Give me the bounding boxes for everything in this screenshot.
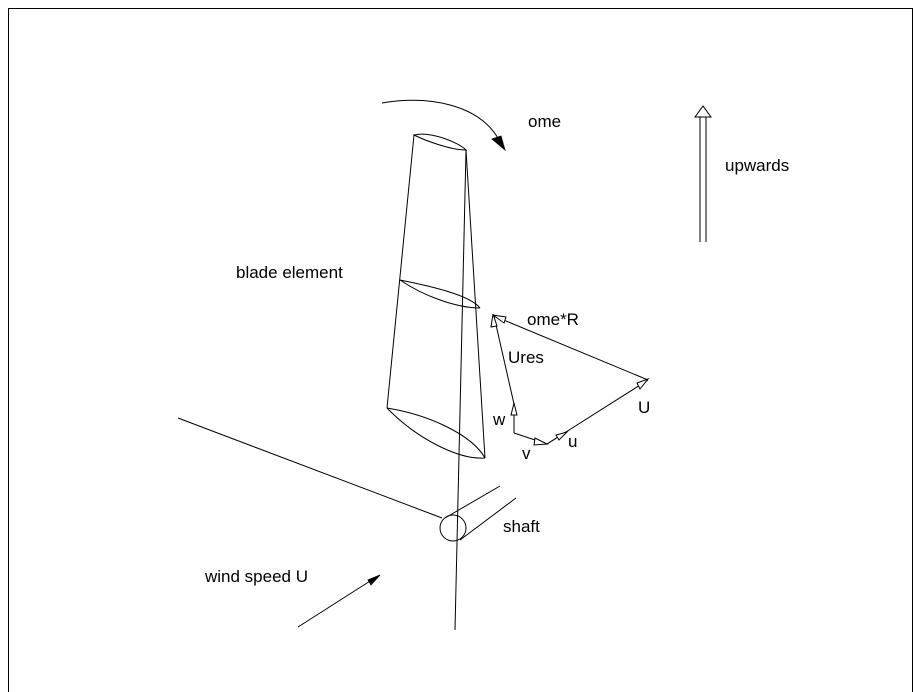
wind-speed-arrow bbox=[297, 574, 381, 628]
label-u: u bbox=[568, 432, 577, 451]
label-blade-element: blade element bbox=[236, 263, 343, 282]
label-w: w bbox=[492, 410, 506, 429]
label-v: v bbox=[522, 444, 531, 463]
label-ures: Ures bbox=[508, 348, 544, 367]
velocity-vectors bbox=[490, 313, 650, 446]
label-upwards: upwards bbox=[725, 156, 789, 175]
rotation-arrow bbox=[381, 99, 506, 152]
figure-frame bbox=[8, 8, 913, 692]
label-ome: ome bbox=[528, 112, 561, 131]
upwards-arrow bbox=[694, 105, 712, 242]
label-u-resultant: U bbox=[638, 398, 650, 417]
blade bbox=[386, 133, 486, 631]
label-wind-speed: wind speed U bbox=[204, 567, 308, 586]
label-ome-r: ome*R bbox=[527, 310, 579, 329]
label-shaft: shaft bbox=[503, 517, 540, 536]
shaft bbox=[177, 417, 517, 542]
